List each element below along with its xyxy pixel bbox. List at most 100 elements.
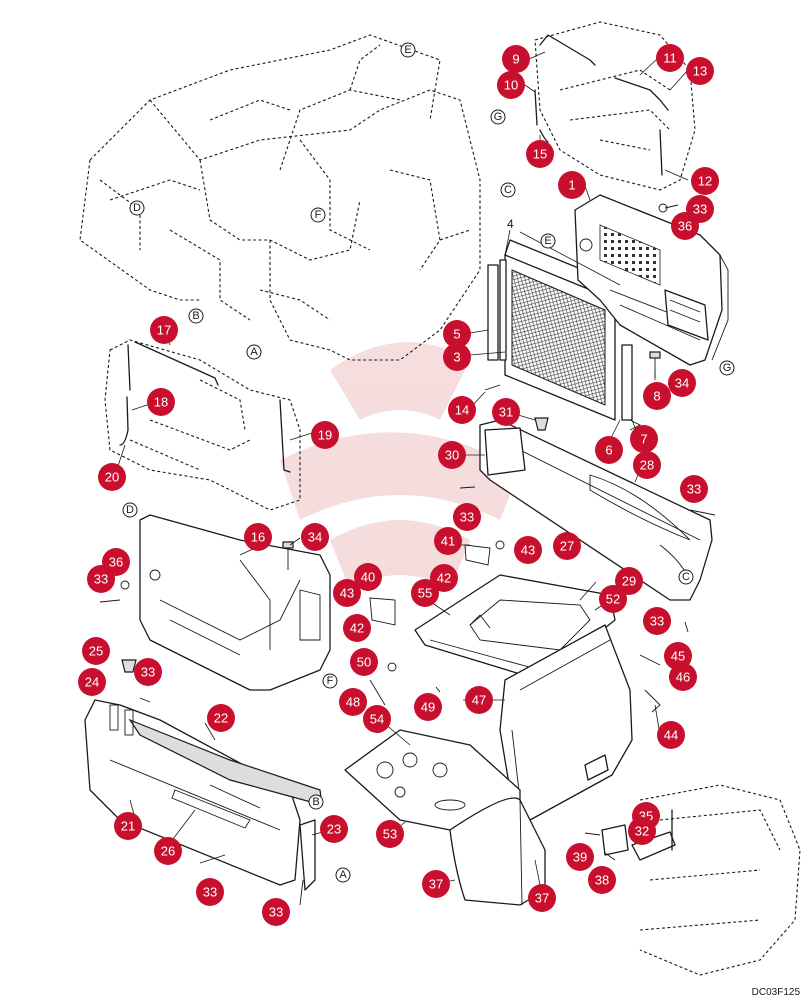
svg-text:36: 36	[109, 555, 123, 570]
callout-3: 3	[443, 343, 471, 371]
cover-16	[139, 514, 331, 691]
callout-1: 1	[558, 171, 586, 199]
svg-text:33: 33	[203, 885, 217, 900]
svg-text:38: 38	[595, 873, 609, 888]
ref-letter-a: A	[335, 867, 351, 883]
ref-letter-c: C	[678, 569, 694, 585]
ref-letter-b: B	[308, 794, 324, 810]
svg-text:45: 45	[671, 649, 685, 664]
left-cover-dashed	[104, 339, 301, 511]
callout-29: 29	[615, 567, 643, 595]
frame-structure-dashed	[79, 34, 481, 361]
callout-34: 34	[668, 369, 696, 397]
callout-37: 37	[422, 870, 450, 898]
svg-text:33: 33	[141, 665, 155, 680]
svg-text:33: 33	[94, 572, 108, 587]
svg-text:27: 27	[560, 539, 574, 554]
svg-text:24: 24	[85, 675, 99, 690]
callout-5: 5	[443, 320, 471, 348]
svg-text:32: 32	[635, 824, 649, 839]
ref-letter-f: F	[310, 207, 326, 223]
svg-text:5: 5	[453, 327, 460, 342]
svg-text:15: 15	[533, 147, 547, 162]
callout-52: 52	[599, 585, 627, 613]
svg-text:23: 23	[327, 822, 341, 837]
callout-32: 32	[628, 817, 656, 845]
callout-16: 16	[244, 523, 272, 551]
svg-text:3: 3	[453, 350, 460, 365]
svg-text:37: 37	[429, 877, 443, 892]
svg-text:34: 34	[308, 530, 322, 545]
svg-text:30: 30	[445, 448, 459, 463]
svg-text:20: 20	[105, 470, 119, 485]
callout-15: 15	[526, 140, 554, 168]
svg-text:50: 50	[357, 655, 371, 670]
callout-28: 28	[633, 451, 661, 479]
svg-text:D: D	[133, 202, 141, 214]
callout-17: 17	[150, 316, 178, 344]
svg-text:43: 43	[340, 586, 354, 601]
callout-33: 33	[87, 565, 115, 593]
svg-text:47: 47	[472, 693, 486, 708]
callout-33: 33	[262, 898, 290, 926]
svg-text:25: 25	[89, 644, 103, 659]
svg-text:10: 10	[504, 78, 518, 93]
callout-19: 19	[311, 421, 339, 449]
svg-text:E: E	[404, 44, 411, 56]
callout-39: 39	[566, 843, 594, 871]
callout-40: 40	[354, 563, 382, 591]
callout-12: 12	[691, 167, 719, 195]
ref-letter-g: G	[490, 109, 506, 125]
svg-text:9: 9	[512, 52, 519, 67]
callout-26: 26	[154, 837, 182, 865]
svg-text:33: 33	[687, 482, 701, 497]
callout-38: 38	[588, 866, 616, 894]
counterweight-37	[449, 797, 546, 906]
svg-text:6: 6	[605, 443, 612, 458]
callout-36: 36	[671, 212, 699, 240]
hood-47	[499, 624, 633, 821]
svg-text:C: C	[504, 184, 512, 196]
svg-text:49: 49	[421, 700, 435, 715]
svg-text:18: 18	[154, 395, 168, 410]
rear-bumper-dashed	[639, 784, 801, 976]
part-label-4: 4	[507, 217, 514, 231]
side-panel-21-22	[84, 699, 323, 891]
callout-10: 10	[497, 71, 525, 99]
callout-14: 14	[448, 396, 476, 424]
callout-46: 46	[669, 663, 697, 691]
callout-21: 21	[114, 812, 142, 840]
svg-text:7: 7	[640, 432, 647, 447]
callout-8: 8	[643, 382, 671, 410]
svg-text:F: F	[315, 209, 322, 221]
callout-49: 49	[414, 693, 442, 721]
callout-33: 33	[643, 607, 671, 635]
svg-text:52: 52	[606, 592, 620, 607]
svg-text:39: 39	[573, 850, 587, 865]
svg-text:29: 29	[622, 574, 636, 589]
callout-31: 31	[492, 398, 520, 426]
svg-text:53: 53	[383, 827, 397, 842]
callout-23: 23	[320, 815, 348, 843]
svg-text:1: 1	[568, 178, 575, 193]
callout-47: 47	[465, 686, 493, 714]
ref-letter-e: E	[400, 42, 416, 58]
svg-text:B: B	[312, 796, 319, 808]
ref-letter-d: D	[122, 502, 138, 518]
callout-24: 24	[78, 668, 106, 696]
drawing-code: DC03F125	[752, 987, 801, 998]
svg-text:31: 31	[499, 405, 513, 420]
callout-42: 42	[343, 614, 371, 642]
callout-55: 55	[411, 579, 439, 607]
svg-text:A: A	[339, 869, 347, 881]
callout-13: 13	[686, 57, 714, 85]
bracket-38	[584, 809, 676, 861]
svg-text:42: 42	[437, 571, 451, 586]
svg-text:41: 41	[441, 534, 455, 549]
callout-33: 33	[680, 475, 708, 503]
callout-45: 45	[664, 642, 692, 670]
svg-text:G: G	[723, 362, 732, 374]
svg-text:33: 33	[460, 510, 474, 525]
radiator-grille	[487, 239, 642, 431]
